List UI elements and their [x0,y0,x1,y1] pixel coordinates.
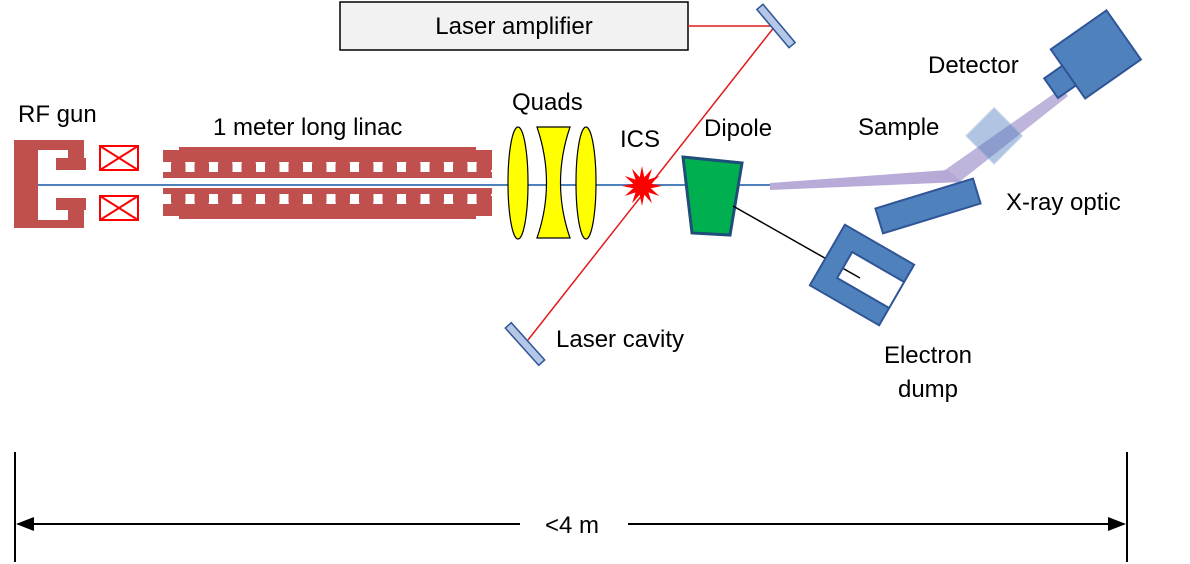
coil-icon [99,195,139,221]
electron-dump-label-line1: Electron [884,342,972,369]
ics-star-icon [622,166,662,206]
linac-label: 1 meter long linac [213,114,402,141]
quad-lens-icon [507,126,529,240]
mirror-icon [504,321,546,367]
coil-icon [99,145,139,171]
quad-lens-icon [575,126,597,240]
quad-lens-icon [536,126,571,239]
detector-label: Detector [928,52,1019,79]
rf-gun-label: RF gun [18,101,97,128]
rf-gun-icon [14,140,86,228]
scale-bar: <4 m [14,452,1128,562]
laser-cavity-label: Laser cavity [556,326,684,353]
laser-path [527,25,776,341]
ics-label: ICS [620,126,660,153]
xray-optic-label: X-ray optic [1006,189,1121,216]
mirror-icon [755,3,797,49]
electron-dump-label-line2: dump [898,376,958,403]
dipole-label: Dipole [704,115,772,142]
sample-label: Sample [858,114,939,141]
xray-beam [770,88,1068,190]
length-label: <4 m [545,512,599,539]
quads-label: Quads [512,89,583,116]
dipole-icon [681,155,744,237]
laser-amplifier-label: Laser amplifier [435,13,592,40]
linac-icon [163,147,492,219]
detector-icon [1042,8,1143,100]
laser-amplifier-box: Laser amplifier [339,1,689,51]
sample-icon [965,106,1024,165]
electron-dump-icon [808,223,916,327]
xray-optic-icon [874,177,982,235]
